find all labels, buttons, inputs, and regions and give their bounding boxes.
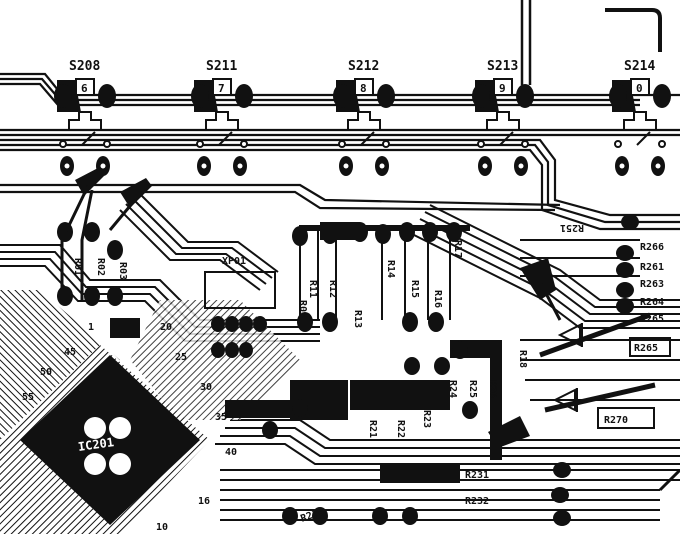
component-ref-label: R251 xyxy=(560,222,584,233)
ic-label: IC201 xyxy=(77,435,115,454)
ic-pin-label: 55 xyxy=(22,392,34,403)
ic-pin-numbers: 1 45 50 55 20 25 30 35 40 16 10 xyxy=(22,322,237,533)
switch-ref: S214 xyxy=(624,59,655,74)
component-ref-label: R264 xyxy=(640,297,664,308)
ic201: IC201 xyxy=(0,345,210,534)
component-ref-label: R13 xyxy=(352,310,363,328)
ic-pin-label: 16 xyxy=(198,496,210,507)
switch-row: S208 6 S211 7 S212 8 S213 9 S214 0 xyxy=(54,59,671,176)
ic-pin-label: 35 xyxy=(215,412,227,423)
ic-pin-label: 45 xyxy=(64,347,76,358)
switch-s211: S211 7 xyxy=(191,59,253,176)
switch-ref: S213 xyxy=(487,59,518,74)
component-ref-label: R18 xyxy=(517,350,528,368)
component-ref-label: R24 xyxy=(447,380,458,398)
ic-pin-label: 30 xyxy=(200,382,212,393)
component-ref-label: R231 xyxy=(465,470,489,481)
component-ref-label: R02 xyxy=(95,258,106,276)
component-ref-label: R265 xyxy=(634,343,658,354)
component-ref-label: R04 xyxy=(297,300,308,318)
component-ref-label: R232 xyxy=(465,496,489,507)
switch-key: 6 xyxy=(81,82,88,95)
corner-trace xyxy=(605,8,662,52)
component-ref-label: R03 xyxy=(117,262,128,280)
ic-pin-label: 20 xyxy=(160,322,172,333)
switch-ref: S212 xyxy=(348,59,379,74)
diodes xyxy=(539,312,680,492)
ic-pin-label: 40 xyxy=(225,447,237,458)
component-ref-label: R25 xyxy=(467,380,478,398)
right-boxes xyxy=(597,337,671,429)
top-bus xyxy=(0,72,680,231)
component-ref-label: R16 xyxy=(432,290,443,308)
switch-s214: S214 0 xyxy=(609,59,671,176)
component-ref-label: R15 xyxy=(409,280,420,298)
switch-key: 0 xyxy=(636,82,643,95)
component-ref-label: R26 xyxy=(487,380,498,398)
component-ref-label: R265 xyxy=(640,314,664,325)
ic-pin-label: 25 xyxy=(175,352,187,363)
component-ref-label: R263 xyxy=(640,279,664,290)
switch-ref: S211 xyxy=(206,59,237,74)
connector-xp01: XP01 xyxy=(204,256,276,358)
switch-ref: S208 xyxy=(69,59,100,74)
diagonal-bus-left xyxy=(0,191,320,342)
switch-s213: S213 9 xyxy=(472,59,534,176)
ic-pin-label: 10 xyxy=(156,522,168,533)
ic-pin-label: 1 xyxy=(88,322,94,333)
switch-key: 9 xyxy=(499,82,506,95)
component-ref-label: R266 xyxy=(640,242,664,253)
component-ref-label: R270 xyxy=(604,415,628,426)
switch-key: 8 xyxy=(360,82,367,95)
left-hatch-area xyxy=(0,290,120,440)
switch-key: 7 xyxy=(218,82,225,95)
component-ref-label: R11 xyxy=(307,280,318,298)
switch-s208: S208 6 xyxy=(54,59,116,176)
ic-pin-label: 50 xyxy=(40,367,52,378)
component-ref-label: R22 xyxy=(395,420,406,438)
component-ref-label: R23 xyxy=(421,410,432,428)
component-ref-label: R17 xyxy=(452,240,463,258)
component-ref-label: R14 xyxy=(385,260,396,278)
component-ref-label: R01 xyxy=(72,258,83,276)
connector-label: XP01 xyxy=(222,256,246,267)
switch-s212: S212 8 xyxy=(333,59,395,176)
component-ref-label: R261 xyxy=(640,262,664,273)
component-ref-label: R21 xyxy=(367,420,378,438)
component-ref-label: R12 xyxy=(327,280,338,298)
